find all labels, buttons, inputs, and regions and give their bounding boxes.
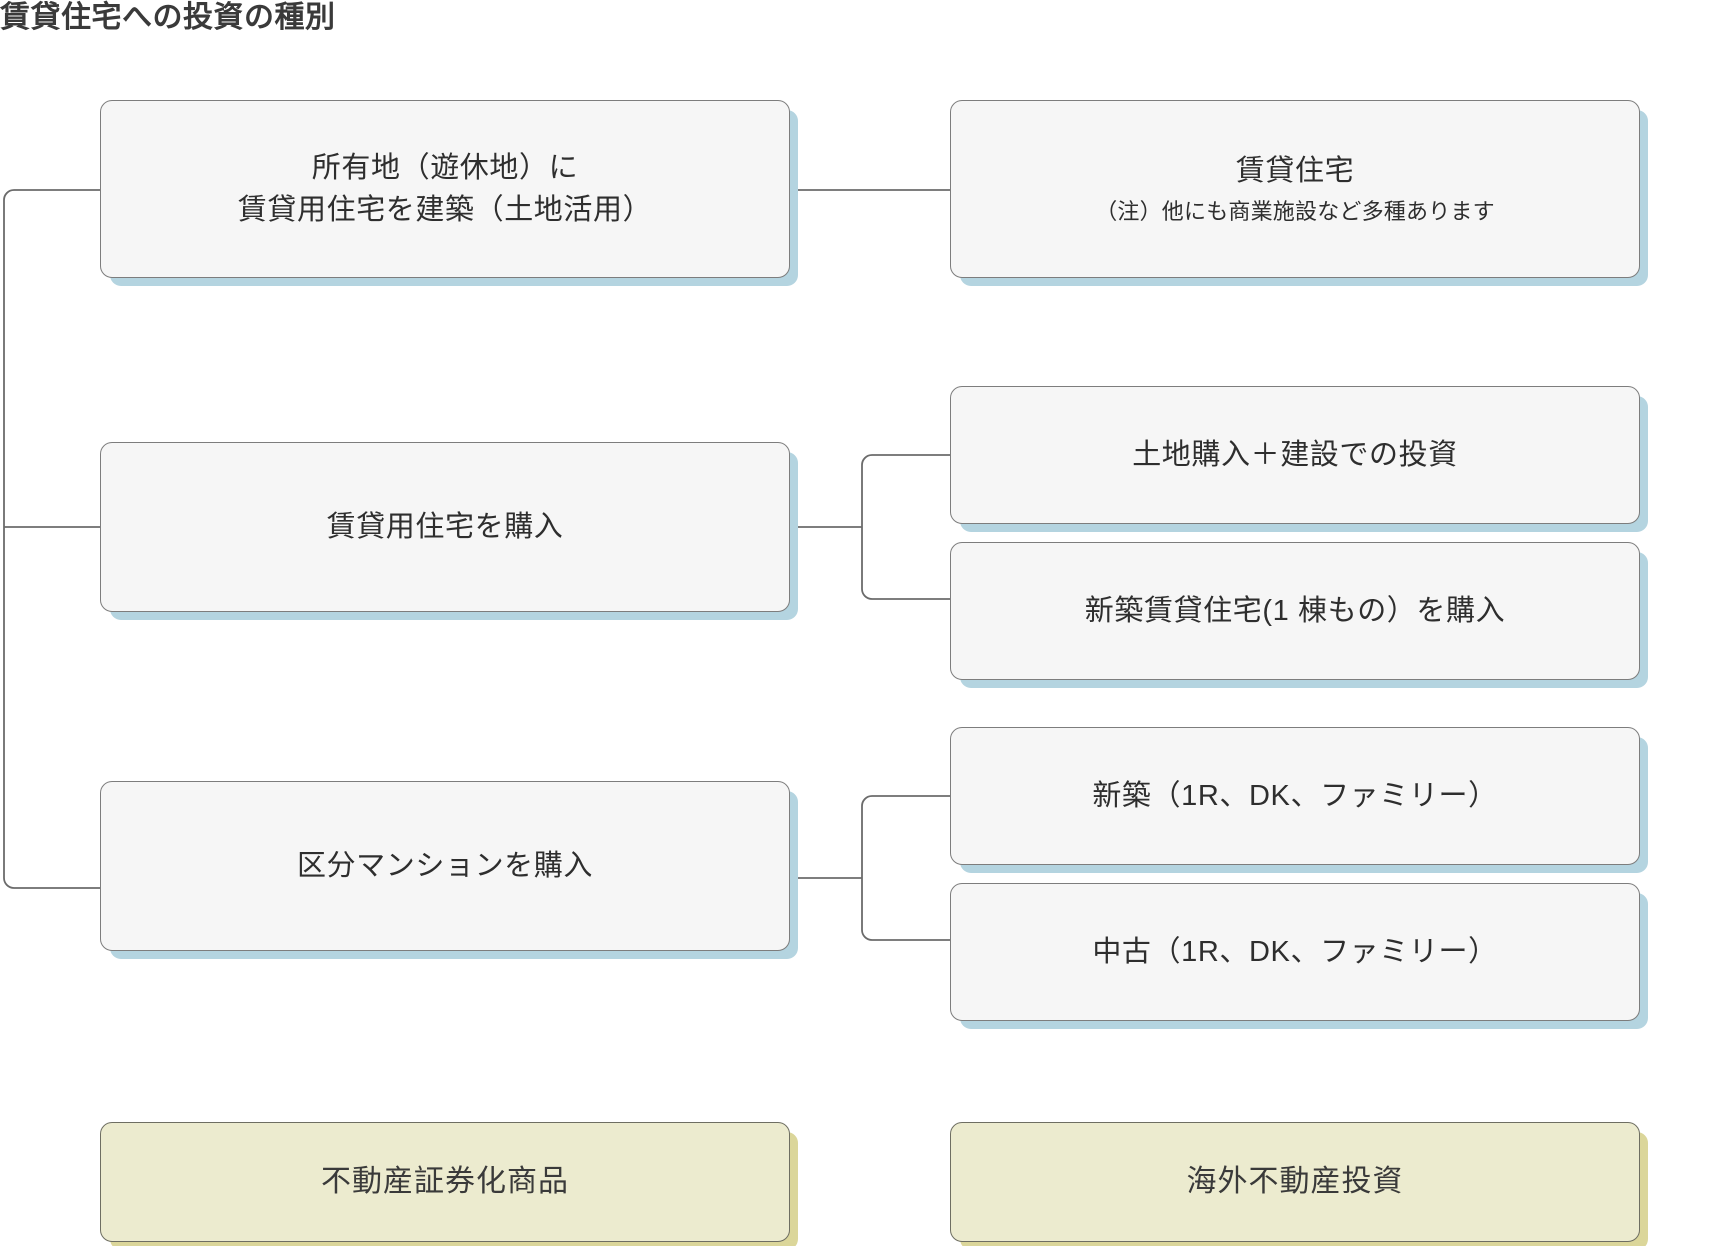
node-new-whole-building[interactable]: 新築賃貸住宅(1 棟もの）を購入 — [950, 542, 1640, 680]
node-new-condo-label: 新築（1R、DK、ファミリー） — [1092, 779, 1498, 812]
node-buy-rental-housing[interactable]: 賃貸用住宅を購入 — [100, 442, 790, 612]
node-used-condo[interactable]: 中古（1R、DK、ファミリー） — [950, 883, 1640, 1021]
node-used-condo-label: 中古（1R、DK、ファミリー） — [1092, 935, 1498, 968]
node-land-use-line-1: 所有地（遊休地）に — [311, 151, 579, 184]
node-new-condo[interactable]: 新築（1R、DK、ファミリー） — [950, 727, 1640, 865]
node-buy-condo-unit[interactable]: 区分マンションを購入 — [100, 781, 790, 951]
node-overseas-investment[interactable]: 海外不動産投資 — [950, 1122, 1640, 1242]
node-new-whole-building-label: 新築賃貸住宅(1 棟もの）を購入 — [1084, 594, 1506, 627]
node-securitized-product-label: 不動産証券化商品 — [321, 1165, 569, 1199]
node-rental-housing[interactable]: 賃貸住宅 （注）他にも商業施設など多種あります — [950, 100, 1640, 278]
node-land-plus-build-label: 土地購入＋建設での投資 — [1132, 438, 1458, 471]
node-rental-housing-note: （注）他にも商業施設など多種あります — [1095, 199, 1495, 225]
node-overseas-investment-label: 海外不動産投資 — [1186, 1165, 1404, 1199]
node-land-use[interactable]: 所有地（遊休地）に 賃貸用住宅を建築（土地活用） — [100, 100, 790, 278]
node-rental-housing-label: 賃貸住宅 — [1235, 155, 1355, 188]
page-title: 賃貸住宅への投資の種別 — [0, 1, 336, 34]
node-land-plus-build[interactable]: 土地購入＋建設での投資 — [950, 386, 1640, 524]
node-land-use-line-2: 賃貸用住宅を建築（土地活用） — [237, 194, 653, 226]
node-buy-condo-unit-label: 区分マンションを購入 — [296, 849, 593, 882]
node-buy-rental-housing-label: 賃貸用住宅を購入 — [326, 510, 564, 543]
node-securitized-product[interactable]: 不動産証券化商品 — [100, 1122, 790, 1242]
